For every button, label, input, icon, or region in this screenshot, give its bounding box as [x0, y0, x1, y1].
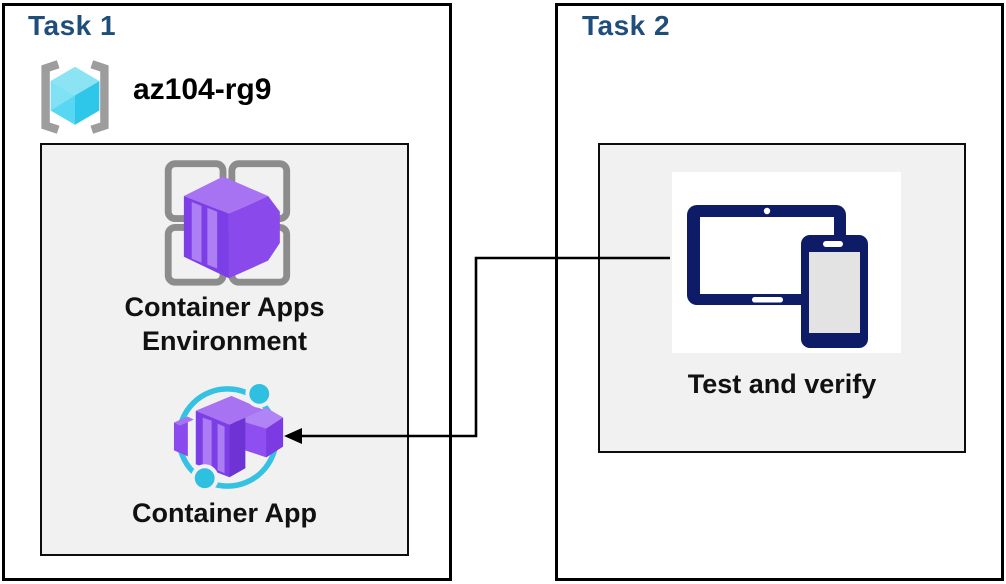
- phone-screen: [809, 252, 860, 333]
- resource-group-icon: [33, 56, 117, 138]
- tablet-home-slot: [752, 297, 783, 303]
- resource-group-name: az104-rg9: [133, 73, 272, 106]
- devices-icon-backdrop: [672, 172, 901, 353]
- left-bracket: [41, 60, 60, 134]
- container-app-label: Container App: [132, 498, 317, 528]
- task2-inner-box: Test and verify: [598, 143, 966, 453]
- task2-title: Task 2: [582, 10, 671, 41]
- container-apps-environment-icon: [156, 151, 294, 293]
- test-and-verify-label: Test and verify: [687, 369, 877, 399]
- task1-title: Task 1: [28, 10, 117, 41]
- task1-inner-box: Container Apps Environment: [40, 143, 409, 556]
- devices-icon: [672, 172, 901, 353]
- environment-label: Container Apps Environment: [124, 292, 325, 356]
- tablet-camera-dot: [763, 207, 771, 215]
- right-bracket: [90, 60, 109, 134]
- container-app-icon: [168, 377, 292, 501]
- phone-earpiece-slot: [823, 241, 843, 247]
